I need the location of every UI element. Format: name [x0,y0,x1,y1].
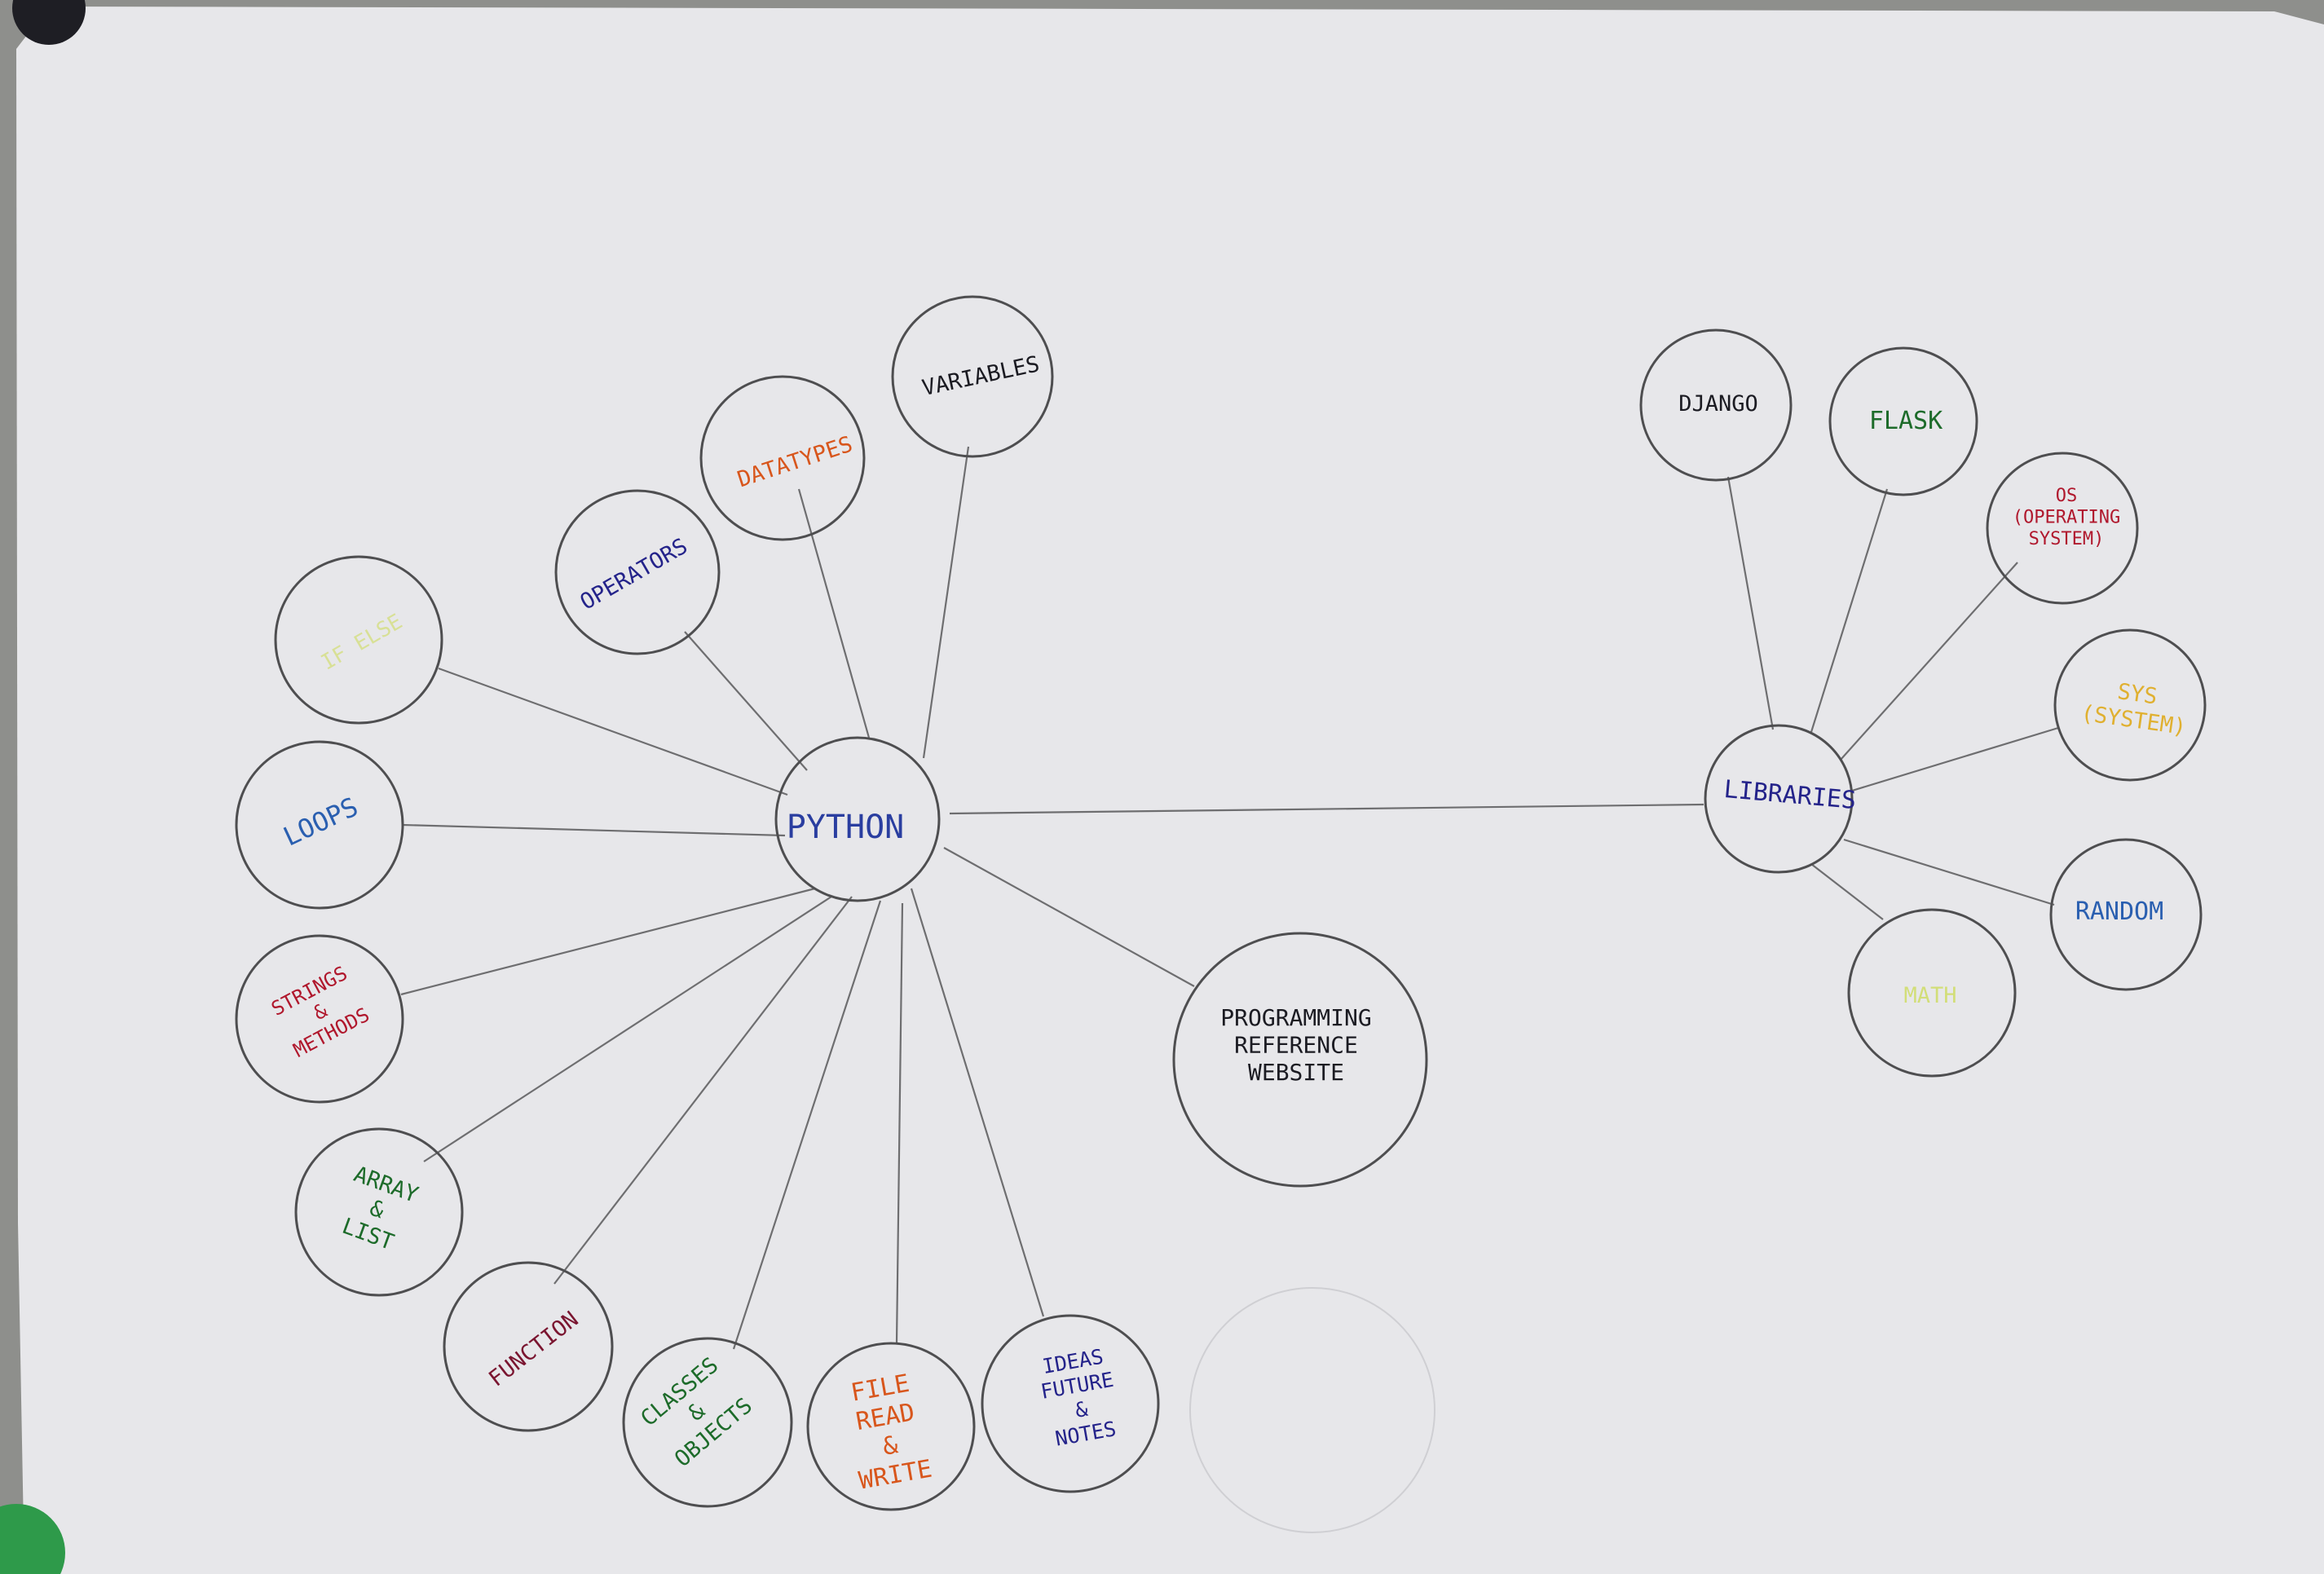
connector-lines [400,446,2059,1350]
connector-variables [922,446,970,759]
label-django: DJANGO [1678,391,1758,417]
circle-faded-ghost [1189,1287,1435,1533]
green-object [0,1504,65,1574]
connector-loops [402,823,786,837]
connector-notes [910,888,1045,1317]
connector-os [1840,562,2018,761]
dark-object [12,0,86,45]
math-label-line: MATH [1903,983,1956,1008]
connector-hub-link [949,803,1704,815]
hub-labels: PYTHON LIBRARIES [787,775,1858,846]
circle-python [774,736,941,902]
connector-sys [1851,726,2059,792]
hub-python-label: PYTHON [787,809,905,846]
circle-os [1986,452,2139,605]
circle-reference [1172,932,1428,1188]
circle-classes [622,1337,793,1508]
sys-label-line: SYS [2116,679,2159,709]
os-label-line: (OPERATING [2013,507,2120,527]
connector-random [1843,838,2055,906]
connector-datatypes [797,488,871,739]
flask-label-line: FLASK [1869,407,1943,435]
circle-file [806,1342,976,1511]
connector-strings [400,887,816,996]
topic-circles [235,295,2207,1533]
connector-flask [1810,488,1889,733]
os-label-line: OS [2056,486,2078,506]
circle-strings [235,934,404,1104]
os-label-line: SYSTEM) [2029,529,2105,549]
connector-array [423,896,832,1162]
connector-operators [684,631,808,771]
reference-label-line: PROGRAMMING [1220,1004,1371,1031]
random-label-line: RANDOM [2075,897,2163,926]
reference-label-line: REFERENCE [1234,1032,1358,1059]
circle-array [294,1127,464,1297]
django-label-line: DJANGO [1678,391,1758,417]
notes-label-line: & [1074,1397,1090,1422]
circle-random [2049,838,2203,991]
circle-sys [2053,628,2207,782]
circle-libraries [1704,724,1854,874]
label-math: MATH [1903,983,1956,1008]
circle-django [1639,328,1793,482]
label-random: RANDOM [2075,897,2163,926]
file-label-line: & [880,1431,900,1462]
connector-reference [943,847,1195,987]
circle-math [1847,908,2017,1078]
connector-function [553,896,853,1285]
circle-datatypes [699,375,866,541]
circle-operators [554,489,721,655]
connector-math [1810,863,1884,920]
connector-classes [732,900,882,1350]
circle-faded-top [274,555,443,725]
label-flask: FLASK [1869,407,1943,435]
circle-flask [1828,346,1978,496]
paper-sheet [16,7,2324,1574]
reference-label-line: WEBSITE [1248,1059,1344,1086]
circle-loops [235,740,404,910]
connector-django [1726,476,1775,730]
circle-notes [981,1314,1160,1493]
connector-file [895,902,904,1344]
connector-faded-top [438,667,788,796]
circle-function [443,1261,614,1432]
circle-variables [891,295,1054,458]
